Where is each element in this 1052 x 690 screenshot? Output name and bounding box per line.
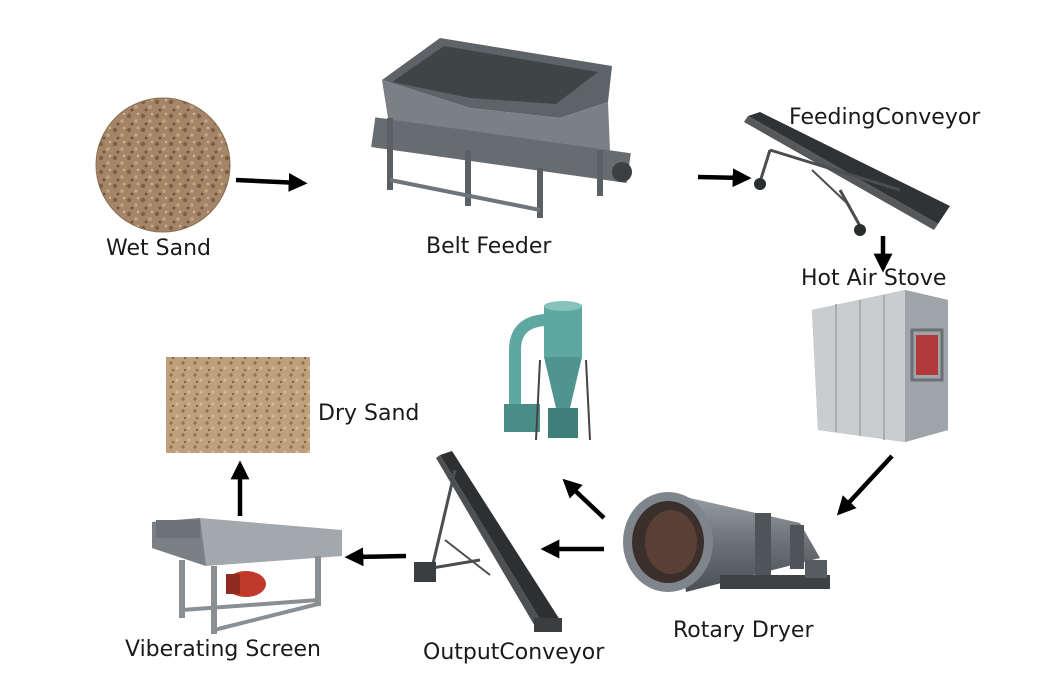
- arrow-stove-to-dryer: [836, 454, 894, 516]
- label-viberating-screen: Viberating Screen: [125, 637, 321, 662]
- label-hot-air-stove: Hot Air Stove: [801, 266, 947, 291]
- arrow-dryer-to-cyclone: [562, 478, 606, 520]
- cyclone-dust-collector-image: [504, 301, 591, 441]
- output-conveyor-image: [414, 451, 562, 632]
- hot-air-stove-image: [812, 290, 948, 442]
- rotary-dryer-image: [623, 492, 830, 592]
- label-wet-sand: Wet Sand: [106, 236, 211, 261]
- arrow-wet-to-feeder: [235, 173, 308, 192]
- label-output-conveyor: OutputConveyor: [423, 640, 605, 665]
- dry-sand-image: [166, 357, 310, 453]
- label-dry-sand: Dry Sand: [318, 401, 420, 426]
- label-rotary-dryer: Rotary Dryer: [673, 618, 814, 643]
- arrow-output-to-screen: [344, 547, 407, 567]
- label-feeding-conveyor: FeedingConveyor: [789, 105, 981, 130]
- flow-arrows: [230, 168, 894, 567]
- vibrating-screen-image: [152, 518, 342, 634]
- label-belt-feeder: Belt Feeder: [426, 234, 552, 259]
- arrow-feeder-to-conveyor: [697, 168, 752, 188]
- wet-sand-image: [95, 97, 231, 233]
- belt-feeder-image: [371, 38, 632, 218]
- feeding-conveyor-image: [744, 112, 950, 236]
